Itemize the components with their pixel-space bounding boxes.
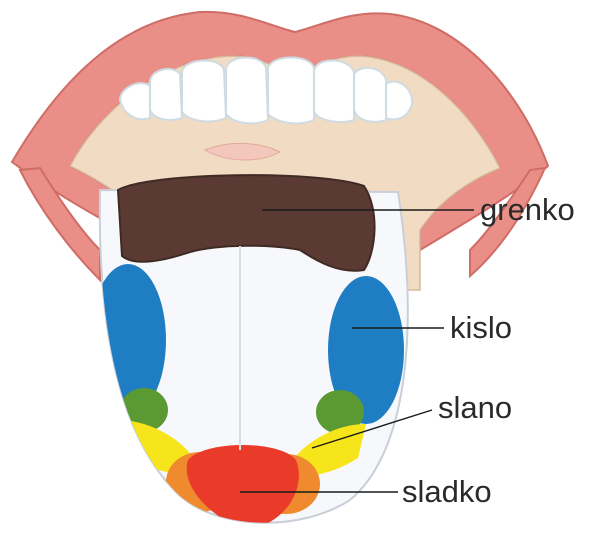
label-salty: slano xyxy=(438,390,512,425)
label-bitter: grenko xyxy=(480,192,575,227)
label-sweet: sladko xyxy=(402,474,492,509)
label-sour: kislo xyxy=(450,310,512,345)
